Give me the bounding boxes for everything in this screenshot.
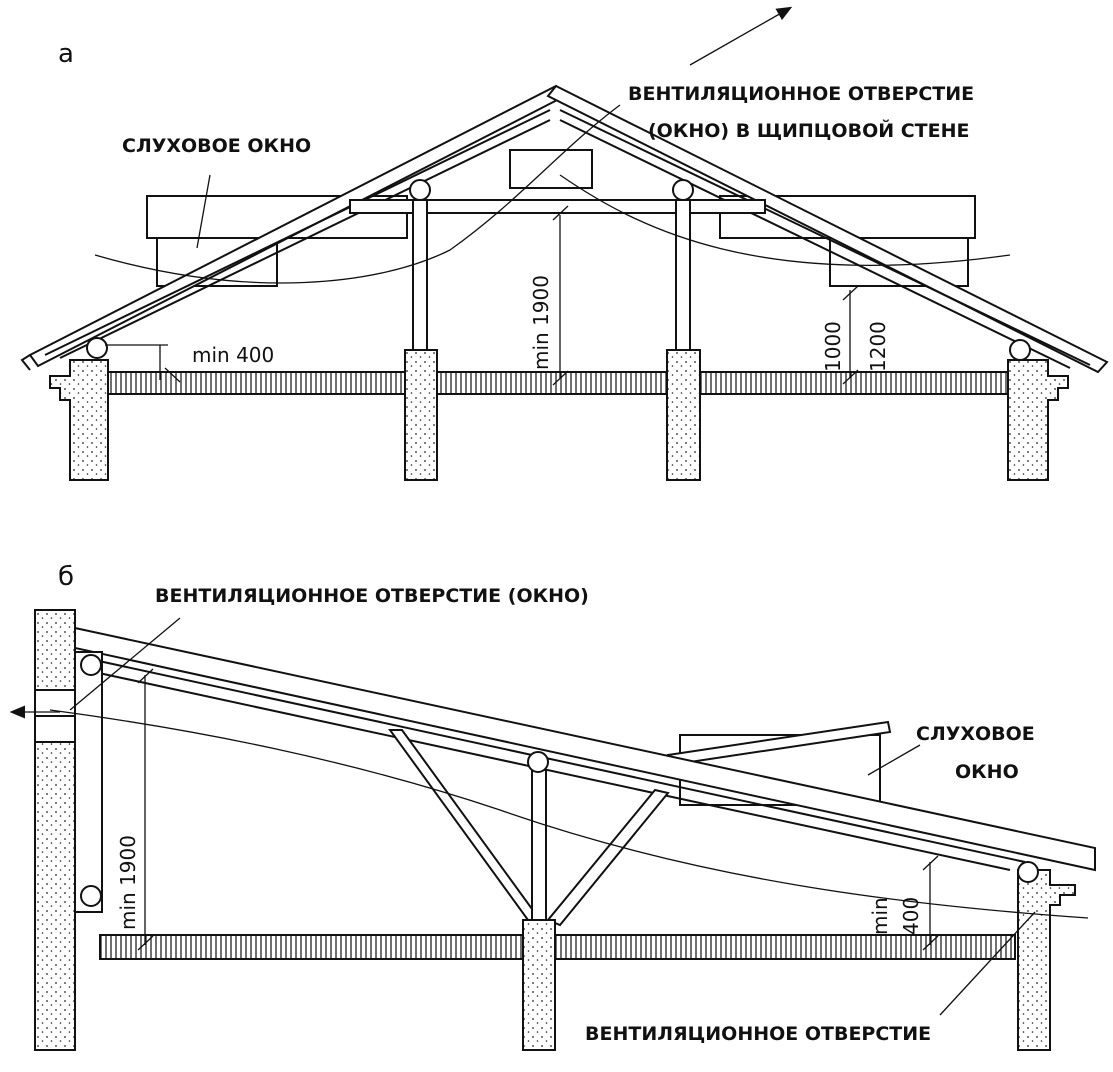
floor-beam-a: [107, 371, 1009, 395]
dim-1200-text: 1200: [866, 321, 890, 372]
airflow-left-a: [94, 104, 621, 284]
dim-min1900-text-a: min 1900: [529, 275, 553, 370]
panel-b: б: [9, 562, 1096, 1051]
plate-right: [1009, 339, 1031, 361]
airflow-out-arrow-a: [689, 6, 793, 66]
post-left: [412, 199, 428, 351]
vent-bottom-leader: [939, 911, 1036, 1016]
wall-mid-b: [522, 919, 556, 1051]
gable-vent-window: [509, 149, 593, 189]
purlin-right: [672, 179, 694, 201]
gable-vent-label-line2: (ОКНО) В ЩИПЦОВОЙ СТЕНЕ: [648, 119, 970, 142]
purlin-b: [527, 751, 549, 773]
gable-vent-label-line1: ВЕНТИЛЯЦИОННОЕ ОТВЕРСТИЕ: [628, 83, 974, 105]
plate-bottom-b: [80, 885, 102, 907]
dim-min1900-text-b: min 1900: [116, 835, 140, 930]
dim-min400-text: min 400: [192, 343, 274, 367]
dim-min400-a: min 400: [105, 343, 274, 383]
post-b: [531, 769, 547, 921]
wall-stud-b: [74, 651, 103, 913]
dim-1000-text: 1000: [821, 321, 845, 372]
plate-right-b: [1017, 861, 1039, 883]
panel-a: а: [20, 6, 1109, 481]
dim-1000-1200-a: 1000 1200: [821, 285, 890, 385]
strut-left: [388, 729, 542, 921]
dormer-leader-b: [867, 744, 921, 776]
dim-400-text-b: 400: [899, 897, 923, 935]
airflow-right-a: [559, 174, 1011, 266]
dim-min400-b: min 400: [868, 855, 939, 951]
dormer-label-b-line1: СЛУХОВОЕ: [916, 723, 1035, 745]
dormer-leader-a: [196, 174, 211, 249]
wall-mid1-a: [404, 349, 438, 481]
dim-min-text-b: min: [868, 897, 892, 935]
wall-mid2-a: [666, 349, 701, 481]
vent-bottom-label-b: ВЕНТИЛЯЦИОННОЕ ОТВЕРСТИЕ: [585, 1023, 931, 1045]
purlin-left: [409, 179, 431, 201]
wall-left-b: [34, 609, 76, 1051]
floor-beam-b: [99, 934, 1016, 960]
panel-a-letter: а: [58, 39, 74, 69]
airflow-curve-b: [49, 709, 1089, 919]
post-right: [675, 199, 691, 351]
vent-top-label-b: ВЕНТИЛЯЦИОННОЕ ОТВЕРСТИЕ (ОКНО): [155, 585, 589, 607]
shed-roof: [74, 626, 1096, 872]
plate-top-b: [80, 654, 102, 676]
dim-min1900-b: min 1900: [116, 668, 154, 951]
collar-tie: [349, 199, 766, 214]
wall-right-b: [1017, 869, 1076, 1051]
dormer-label-a: СЛУХОВОЕ ОКНО: [122, 135, 311, 157]
vent-top-leader: [69, 617, 181, 711]
wall-right-a: [1007, 359, 1069, 481]
dormer-label-b-line2: ОКНО: [955, 761, 1019, 783]
plate-left: [86, 337, 108, 359]
roof-rafters: [20, 84, 1109, 374]
strut-right: [546, 788, 670, 927]
wall-left-a: [49, 359, 109, 481]
panel-b-letter: б: [58, 562, 74, 592]
dim-min1900-a: min 1900: [529, 205, 569, 386]
